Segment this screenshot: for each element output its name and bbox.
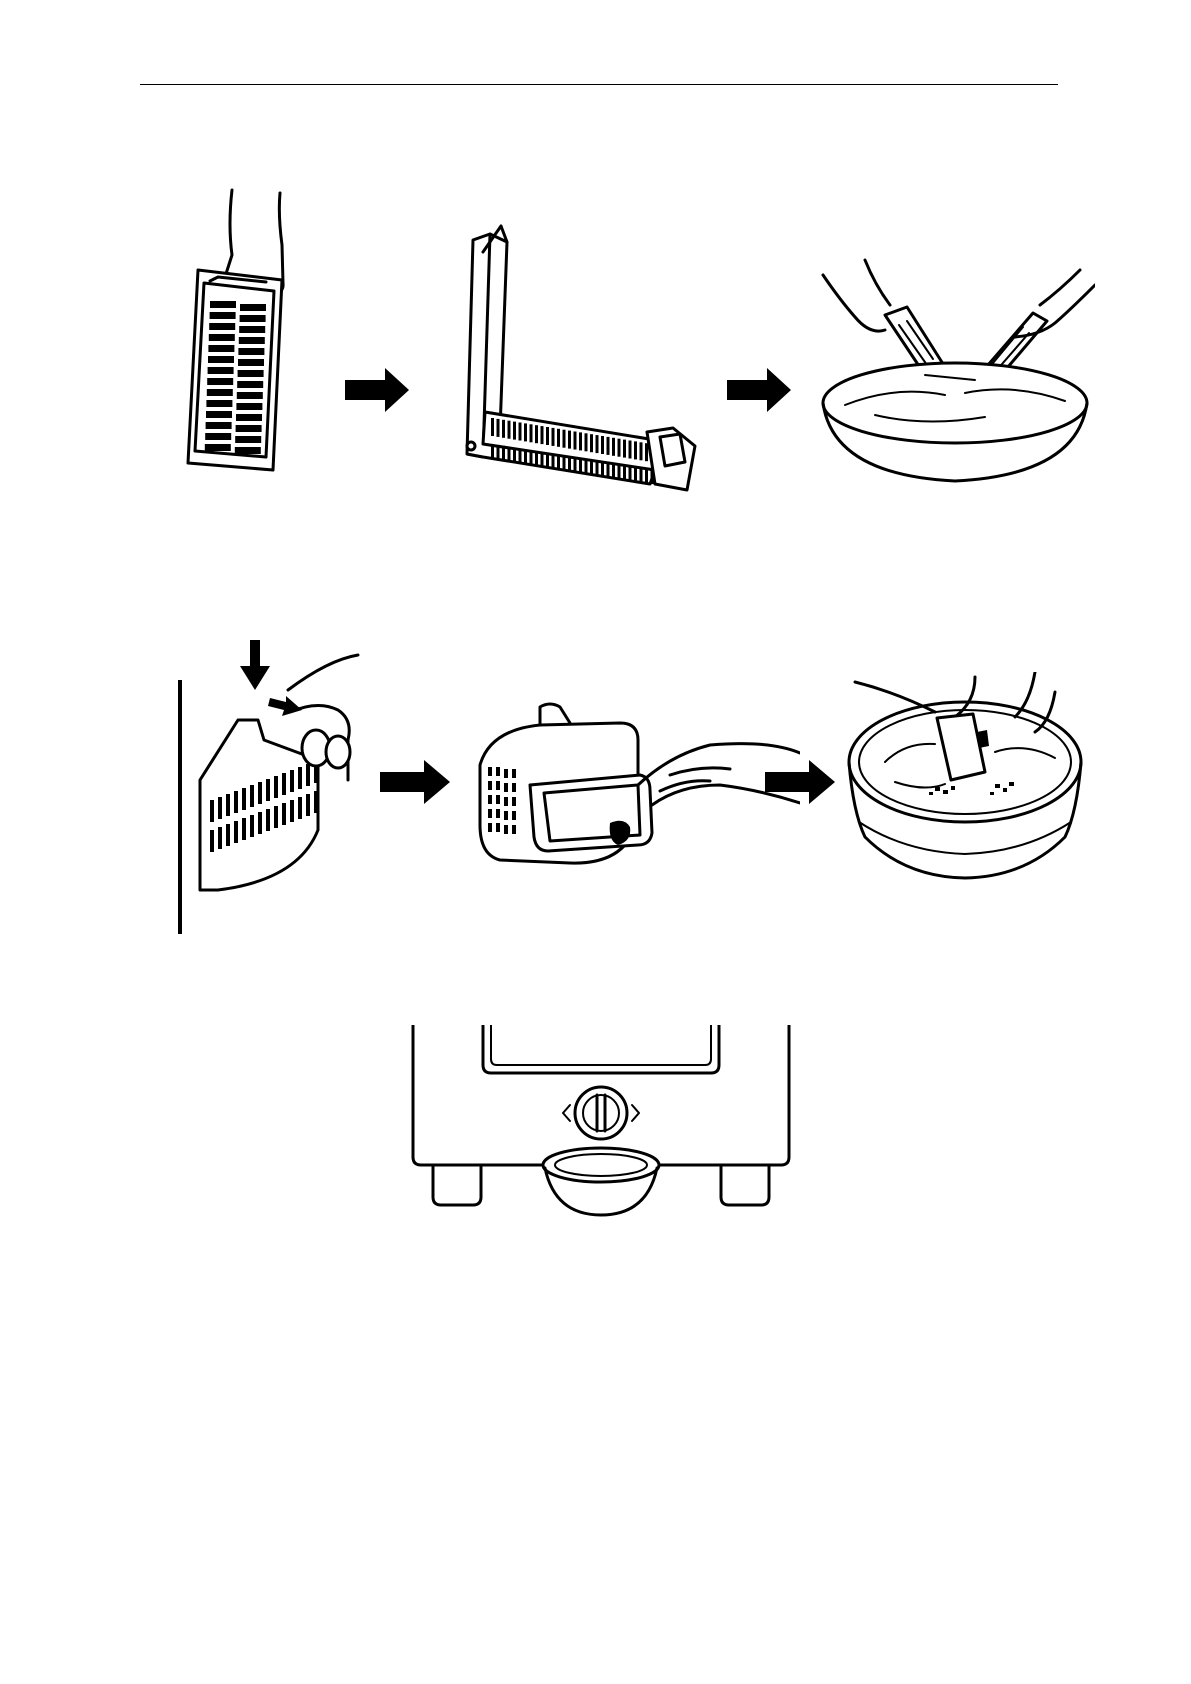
arrow-right-icon — [727, 368, 791, 412]
drain-valve-with-basin — [405, 1025, 795, 1240]
arrow-right-icon — [765, 760, 835, 804]
washing-pump-filter-in-basin — [845, 672, 1085, 882]
arrow-right-icon — [345, 368, 409, 412]
washing-filter-in-basin — [815, 255, 1095, 485]
header-rule — [140, 84, 1058, 85]
lint-filter-in-hand — [170, 185, 330, 475]
lint-filter-opened — [455, 222, 705, 497]
removing-pump-filter — [470, 695, 800, 870]
opening-filter-cover — [178, 640, 378, 940]
arrow-right-icon — [380, 760, 450, 804]
